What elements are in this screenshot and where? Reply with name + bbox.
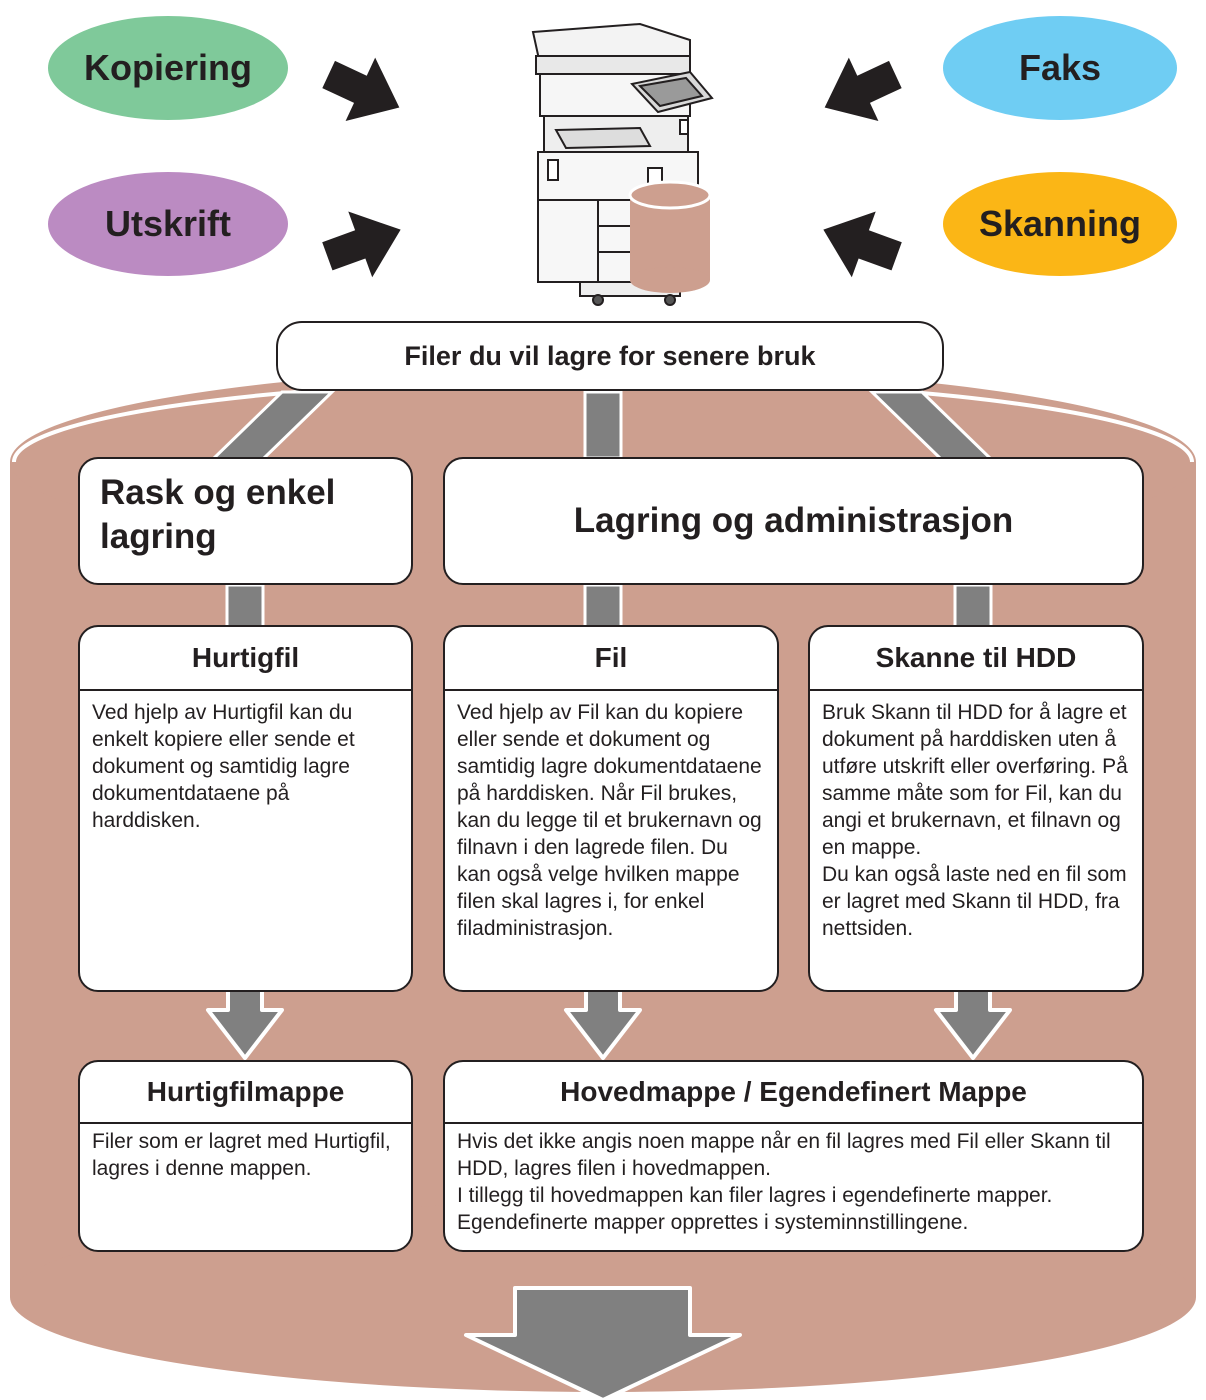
folder-hurtigfilmappe: Hurtigfilmappe Filer som er lagret med H…: [78, 1060, 413, 1252]
category-admin-title: Lagring og administrasjon: [573, 501, 1014, 540]
column-hurtigfil: Hurtigfil Ved hjelp av Hurtigfil kan du …: [78, 625, 413, 992]
input-copy: Kopiering: [48, 16, 288, 120]
hdd-icon: [628, 180, 712, 293]
column-description: Ved hjelp av Hurtigfil kan du enkelt kop…: [92, 701, 355, 832]
down-arrows: [206, 988, 1012, 1060]
big-down-arrow: [464, 1286, 742, 1400]
folder-description: Hvis det ikke angis noen mappe når en fi…: [457, 1130, 1111, 1234]
folder-description: Filer som er lagret med Hurtigfil, lagre…: [92, 1130, 397, 1180]
input-arrows: [322, 57, 902, 278]
arrow-copy-icon: [322, 57, 400, 122]
arrow-print-icon: [322, 211, 401, 278]
column-title: Skanne til HDD: [810, 627, 1142, 691]
folder-title: Hurtigfilmappe: [80, 1062, 411, 1124]
category-storage-admin: Lagring og administrasjon: [443, 457, 1144, 585]
folder-main-custom: Hovedmappe / Egendefinert Mappe Hvis det…: [443, 1060, 1144, 1252]
column-description: Bruk Skann til HDD for å lagre et dokume…: [822, 701, 1128, 940]
stored-files-label: Filer du vil lagre for senere bruk: [276, 321, 944, 391]
input-print: Utskrift: [48, 172, 288, 276]
column-title: Hurtigfil: [80, 627, 411, 691]
input-fax: Faks: [943, 16, 1177, 120]
input-scan: Skanning: [943, 172, 1177, 276]
folder-title: Hovedmappe / Egendefinert Mappe: [445, 1062, 1142, 1124]
stored-files-text: Filer du vil lagre for senere bruk: [404, 340, 816, 371]
arrow-scan-icon: [823, 211, 902, 278]
arrow-fax-icon: [824, 57, 902, 122]
column-title: Fil: [445, 627, 777, 691]
column-fil: Fil Ved hjelp av Fil kan du kopiere elle…: [443, 625, 779, 992]
column-scan-to-hdd: Skanne til HDD Bruk Skann til HDD for å …: [808, 625, 1144, 992]
column-description: Ved hjelp av Fil kan du kopiere eller se…: [457, 701, 762, 940]
